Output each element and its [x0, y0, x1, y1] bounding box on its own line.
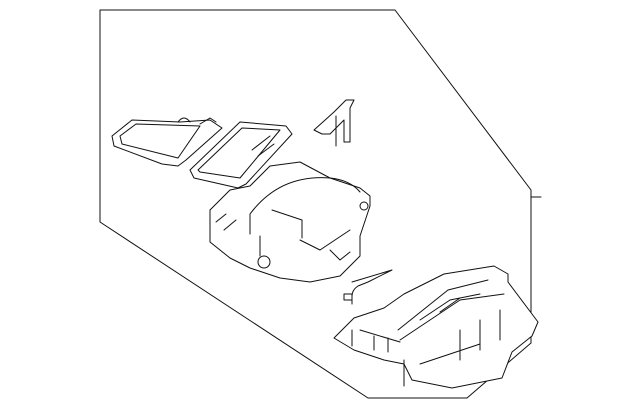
filter-frame — [111, 117, 223, 167]
sensor-wire — [343, 269, 393, 305]
lower-housing — [333, 265, 539, 389]
upper-housing — [209, 161, 371, 283]
bracket — [313, 99, 355, 147]
filter-tray — [189, 121, 293, 189]
